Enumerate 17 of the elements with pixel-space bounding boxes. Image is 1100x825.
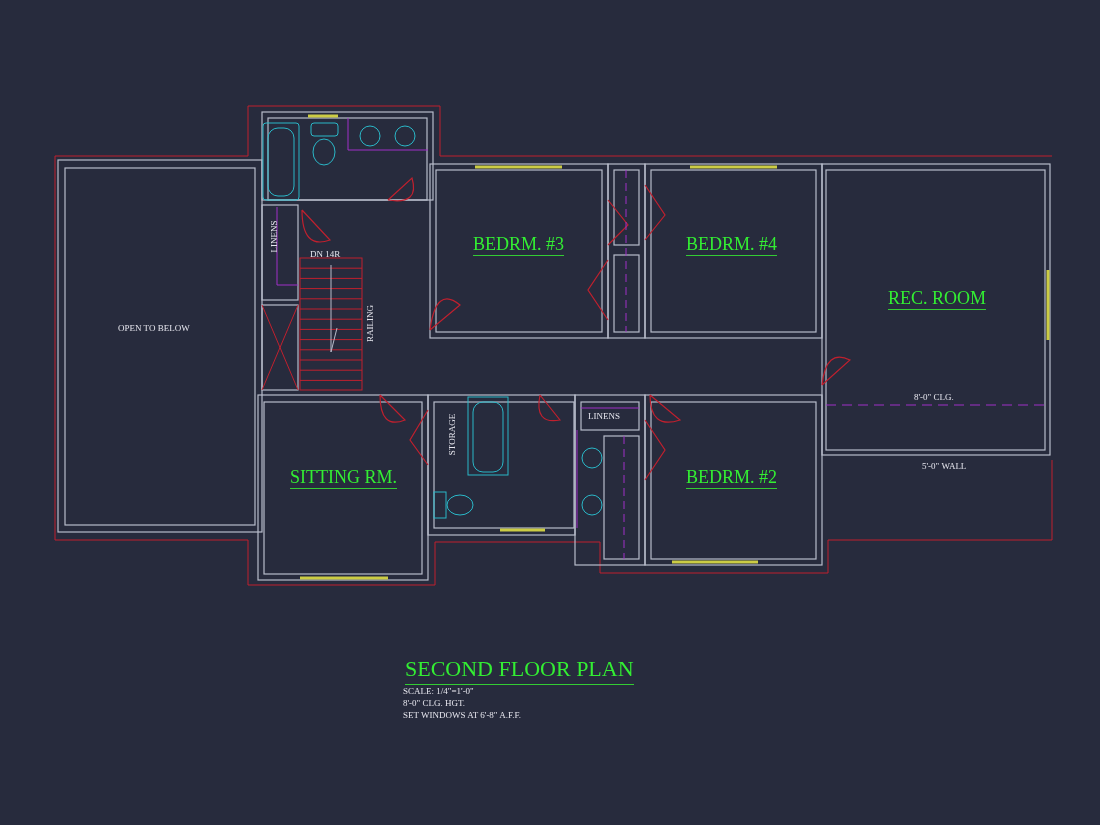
plan-note: RAILING bbox=[366, 305, 375, 342]
plan-note: LINENS bbox=[588, 412, 620, 421]
drawing-note: SCALE: 1/4"=1'-0" bbox=[403, 687, 474, 696]
drawing-title: SECOND FLOOR PLAN bbox=[405, 656, 634, 685]
plan-note: 5'-0" WALL bbox=[922, 462, 967, 471]
drawing-note: SET WINDOWS AT 6'-8" A.F.F. bbox=[403, 711, 522, 720]
plan-note: DN 14R bbox=[310, 250, 341, 259]
room-label: BEDRM. #4 bbox=[686, 235, 777, 256]
drawing-note: 8'-0" CLG. HGT. bbox=[403, 699, 466, 708]
room-label: BEDRM. #3 bbox=[473, 235, 564, 256]
plan-note: LINENS bbox=[269, 220, 279, 253]
room-label: REC. ROOM bbox=[888, 289, 986, 310]
plan-note: OPEN TO BELOW bbox=[118, 324, 190, 333]
plan-note: 8'-0" CLG. bbox=[914, 393, 954, 402]
plan-note: STORAGE bbox=[448, 413, 458, 456]
room-label: BEDRM. #2 bbox=[686, 468, 777, 489]
room-label: SITTING RM. bbox=[290, 468, 397, 489]
